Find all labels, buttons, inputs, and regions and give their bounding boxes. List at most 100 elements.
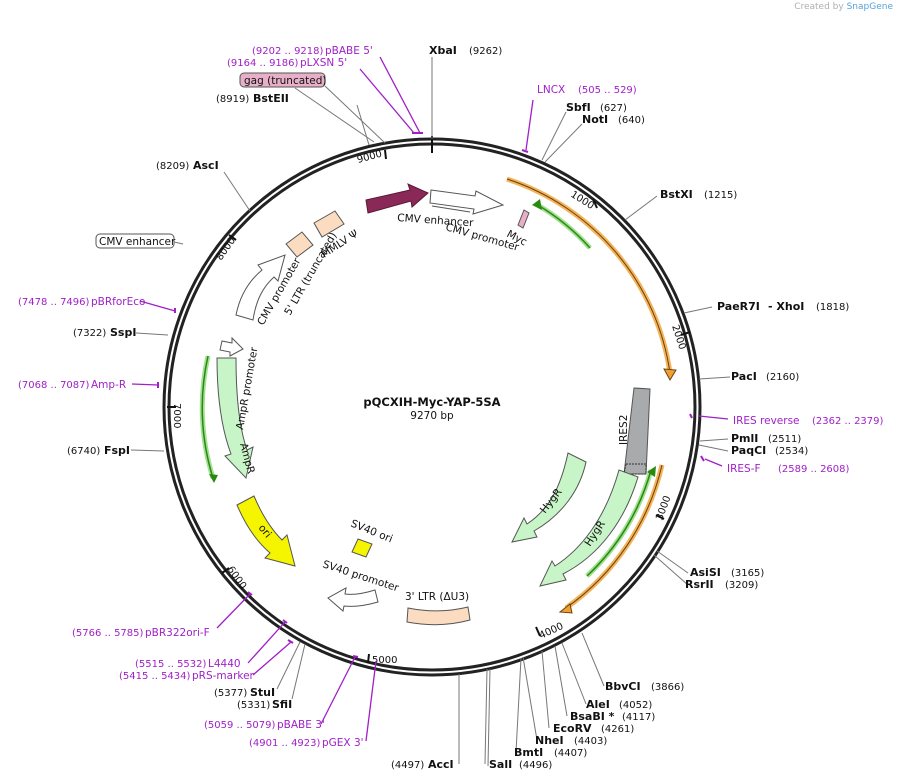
cmv-promoter-left-feature (235, 254, 286, 321)
tick-4000: 4000 (538, 621, 566, 642)
snapgene-brand: SnapGene (846, 2, 893, 12)
green-feature-right-core (586, 469, 652, 577)
site-rsrii-pos: (3209) (725, 580, 758, 591)
snapgene-credit: Created by SnapGene (794, 2, 893, 12)
green-feature-top (534, 201, 592, 250)
green-left-arrowhead (209, 474, 218, 483)
site-fspi: FspI (104, 444, 130, 457)
site-bmti: BmtI (514, 746, 543, 759)
primer-pbabe3: pBABE 3' (277, 719, 325, 731)
cmv-enhancer-box-label: CMV enhancer (99, 236, 176, 248)
primer-l4440: L4440 (208, 658, 241, 670)
primer-amp-r-pos: (7068 .. 7087) (18, 380, 90, 391)
site-paer7i: PaeR7I (717, 300, 760, 313)
cmv-enhancer-feature (365, 183, 429, 214)
site-acci: AccI (428, 758, 454, 771)
ltr5-feature (285, 231, 314, 258)
green-right-arrowhead (647, 466, 656, 477)
primer-ires-reverse: IRES reverse (733, 415, 800, 427)
cmv-promoter-sub (431, 205, 471, 213)
site-sbfi-pos: (627) (600, 103, 627, 114)
site-noti: NotI (582, 113, 608, 126)
cmv-enhancer-label: CMV enhancer (397, 212, 475, 229)
primer-prs-marker: pRS-marker (192, 670, 255, 682)
primer-pbr322ori-f-pos: (5766 .. 5785) (72, 628, 144, 639)
site-paer7i-pos: (1818) (816, 302, 849, 313)
orange-right-arrowhead (558, 603, 573, 614)
site-rsrii: RsrII (685, 578, 714, 591)
site-stui-pos: (5377) (214, 688, 247, 699)
site-fspi-pos: (6740) (67, 446, 100, 457)
gag-label: gag (truncated) (244, 75, 327, 87)
site-noti-pos: (640) (618, 115, 645, 126)
site-sfii: SfiI (272, 698, 292, 711)
tick-5000: 5000 (372, 655, 397, 666)
primer-pgex3: pGEX 3' (322, 737, 364, 749)
ori-feature (236, 495, 296, 567)
site-alei-pos: (4052) (619, 700, 652, 711)
site-bsteii-pos: (8919) (216, 94, 249, 105)
site-alei: AleI (586, 698, 610, 711)
site-xhoi: - XhoI (768, 300, 804, 313)
site-sfii-pos: (5331) (237, 700, 270, 711)
site-nhei-pos: (4403) (574, 736, 607, 747)
plasmid-length: 9270 bp (410, 410, 454, 422)
primer-pgex3-pos: (4901 .. 4923) (249, 738, 321, 749)
site-asci: AscI (193, 159, 219, 172)
tick-marks (167, 136, 691, 664)
primer-lncx-pos: (505 .. 529) (578, 85, 637, 96)
site-nhei: NheI (535, 734, 564, 747)
tick-8000: 8000 (214, 236, 238, 263)
site-paqci: PaqCI (731, 444, 766, 457)
site-ecorv: EcoRV (553, 722, 592, 735)
site-sali-pos: (4496) (519, 760, 552, 771)
site-stui: StuI (250, 686, 275, 699)
site-bsteii: BstEII (253, 92, 289, 105)
ltr3-feature (406, 606, 471, 626)
primer-marks (157, 132, 705, 658)
site-paci-pos: (2160) (766, 372, 799, 383)
site-bsabi: BsaBI * (570, 710, 615, 723)
yap-arrowhead (663, 368, 677, 382)
gag-box (239, 72, 326, 88)
site-pmli-pos: (2511) (768, 434, 801, 445)
ampr-promoter-feature (219, 336, 244, 357)
site-xbai: XbaI (429, 44, 457, 57)
hygr-inner-feature (511, 452, 587, 543)
primer-pbrforeco-pos: (7478 .. 7496) (18, 297, 90, 308)
tick-6000: 6000 (225, 564, 249, 591)
green-top-arrowhead (532, 199, 542, 210)
gag-callout (324, 85, 386, 144)
site-asisi-pos: (3165) (731, 568, 764, 579)
cmv-enhancer-box (95, 233, 175, 249)
primer-pbrforeco: pBRforEco (91, 296, 145, 308)
site-bsabi-pos: (4117) (622, 712, 655, 723)
primer-plxsn5: pLXSN 5' (300, 57, 347, 69)
primer-ires-reverse-pos: (2362 .. 2379) (812, 416, 884, 427)
sv40-promoter-label: SV40 promoter (321, 558, 401, 594)
primer-amp-r: Amp-R (91, 379, 126, 391)
site-paci: PacI (731, 370, 757, 383)
tick-7000: 7000 (171, 403, 182, 428)
primer-pbabe5-pos: (9202 .. 9218) (252, 46, 324, 57)
sv40-promoter-feature (327, 587, 379, 612)
site-acci-pos: (4497) (391, 760, 424, 771)
primer-prs-marker-pos: (5415 .. 5434) (119, 671, 191, 682)
tick-2000: 2000 (669, 324, 687, 352)
green-feature-left-core (201, 355, 214, 479)
primer-ires-f: IRES-F (727, 463, 761, 475)
primer-pbr322ori-f: pBR322ori-F (145, 627, 210, 639)
site-xbai-pos: (9262) (469, 46, 502, 57)
site-sspi: SspI (110, 326, 136, 339)
sv40-ori-label: SV40 ori (349, 518, 394, 546)
primer-lncx: LNCX (537, 84, 565, 96)
site-sali: SalI (489, 758, 512, 771)
cmv-promoter-feature (429, 189, 505, 215)
site-bstxi-pos: (1215) (704, 190, 737, 201)
credit-prefix: Created by (794, 2, 844, 12)
site-bstxi: BstXI (660, 188, 693, 201)
primer-lines (131, 56, 729, 742)
primer-ires-f-pos: (2589 .. 2608) (778, 464, 850, 475)
site-paqci-pos: (2534) (775, 446, 808, 457)
